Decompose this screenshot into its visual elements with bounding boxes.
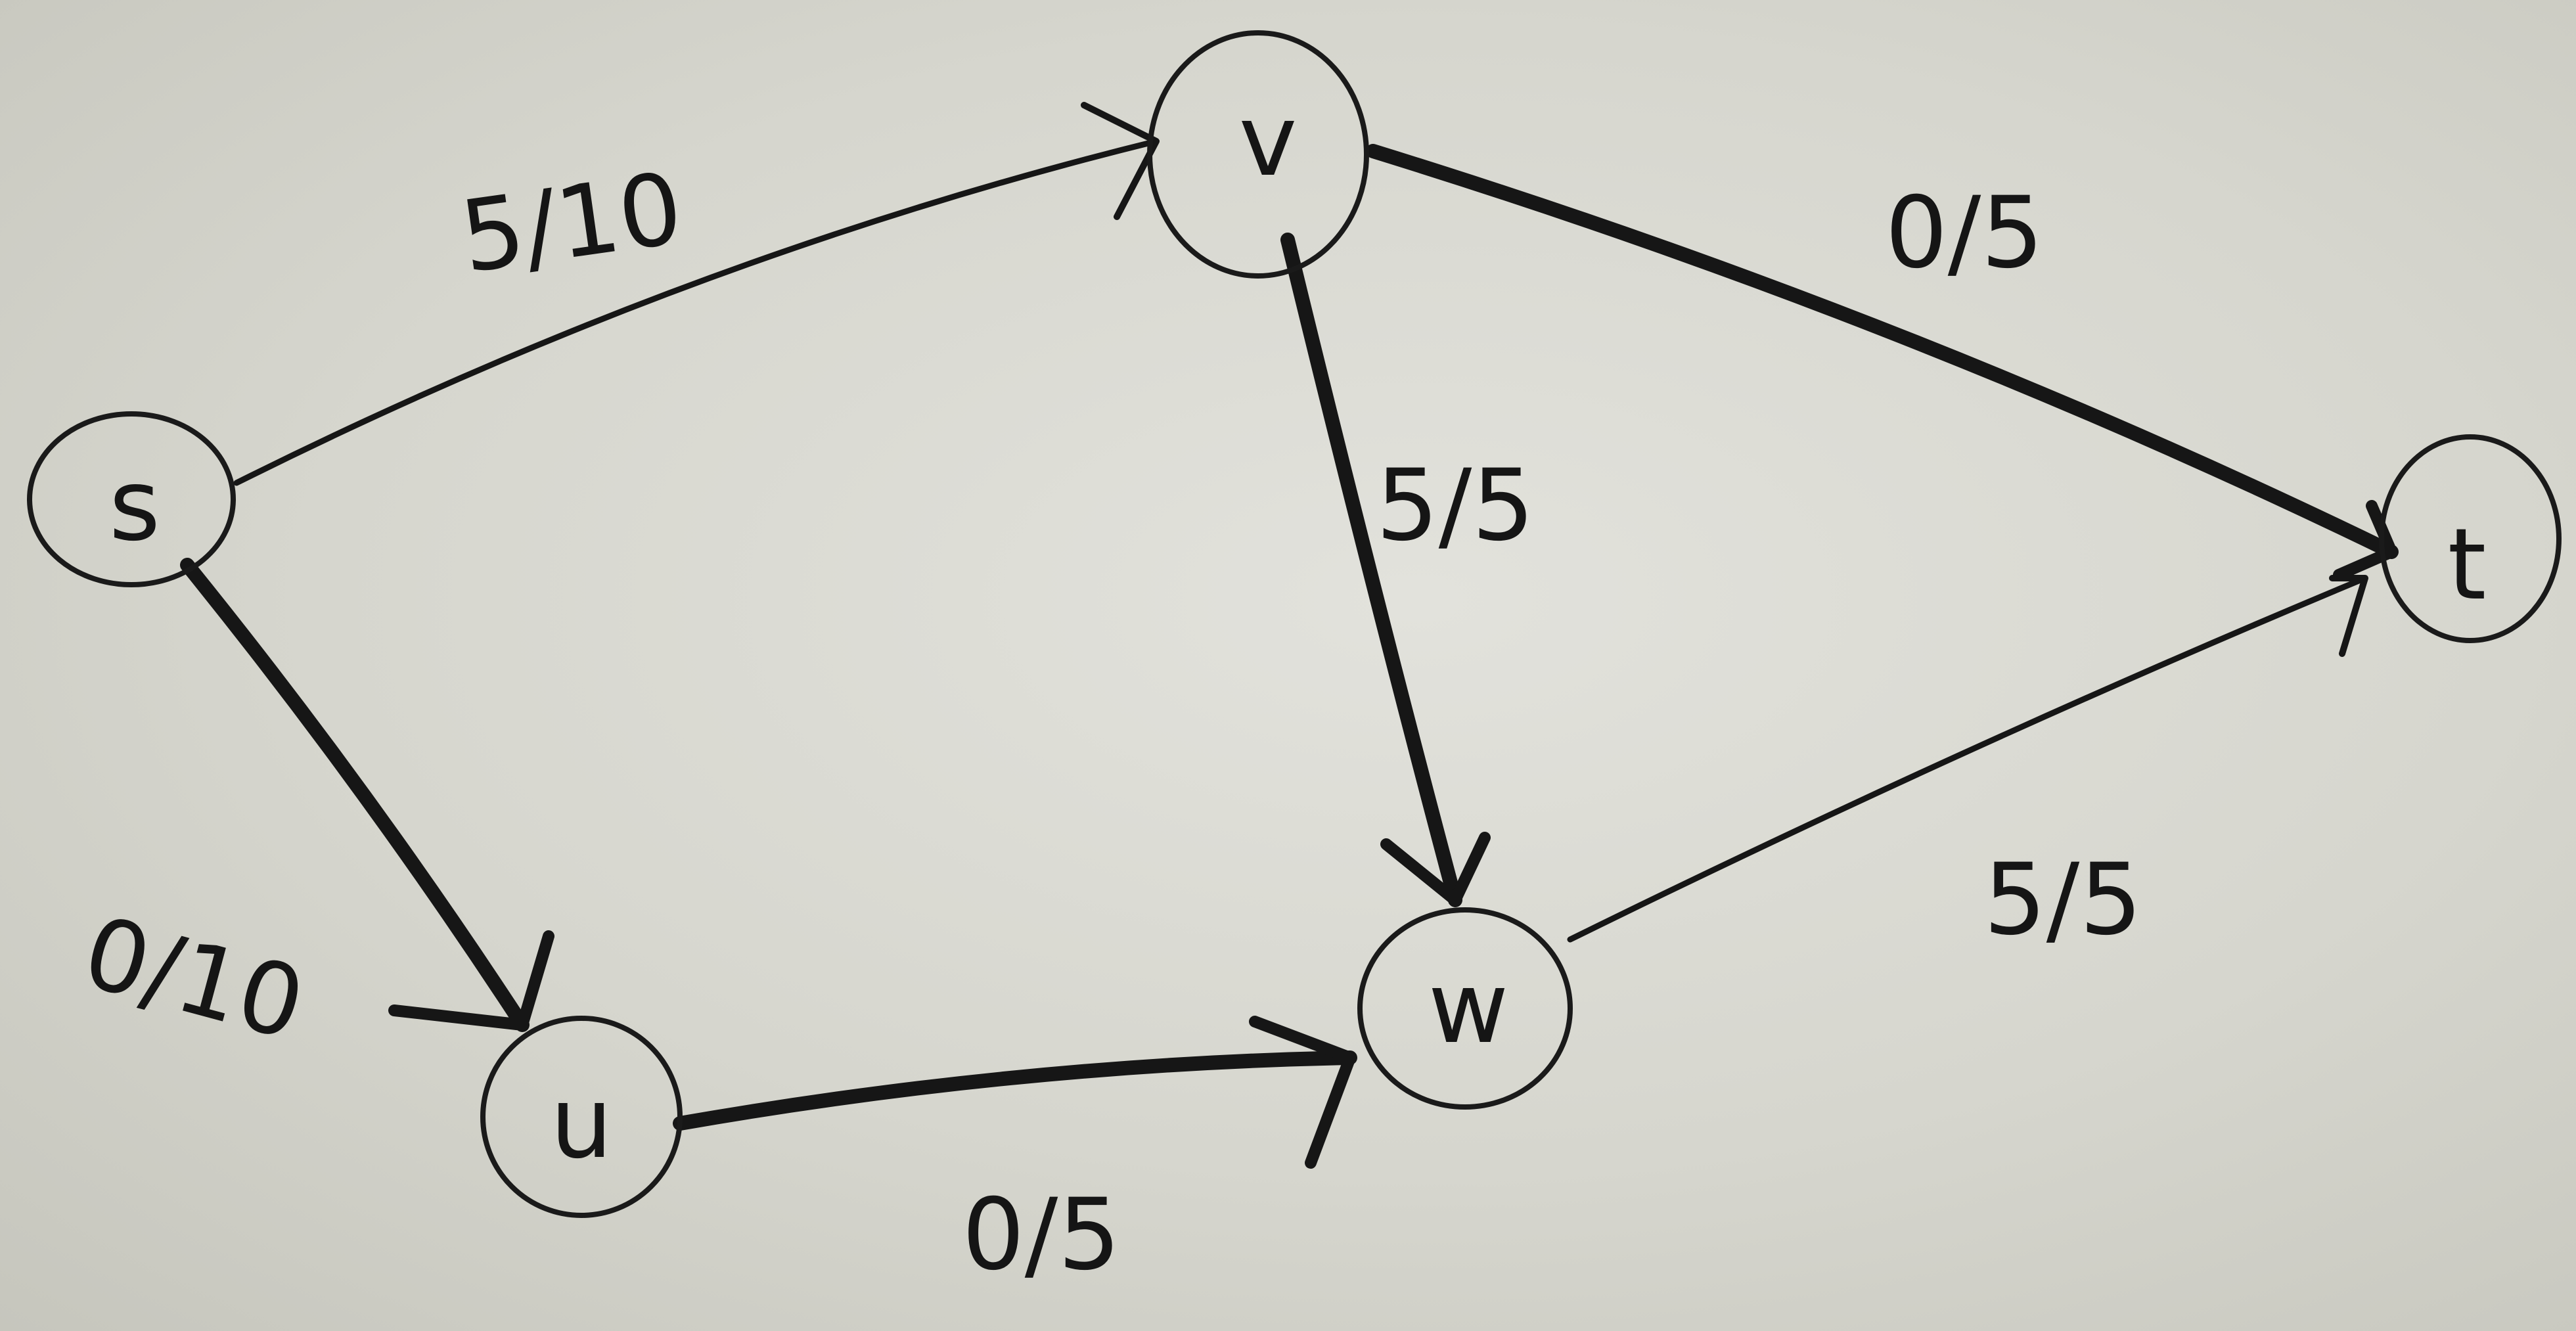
node-s-circle: [27, 411, 236, 587]
edge-u-w-arrowhead: [1249, 1016, 1356, 1169]
edge-v-w: [1280, 233, 1491, 907]
edge-s-v-arrowhead: [1081, 102, 1160, 220]
node-s: s: [27, 411, 236, 587]
node-v-label: v: [1239, 84, 1298, 198]
edge-v-t-flow-label: 0/5: [1885, 176, 2043, 290]
edge-s-u-line: [180, 558, 530, 1032]
edge-s-u-flow-label: 0/10: [72, 895, 315, 1062]
edge-w-t: [1567, 575, 2368, 943]
node-s-label: s: [109, 449, 160, 563]
edge-u-w: [673, 1016, 1357, 1169]
edge-u-w-flow-label: 0/5: [962, 1178, 1120, 1292]
edge-w-t-arrowhead: [2329, 575, 2368, 657]
node-w-circle: [1357, 907, 1573, 1110]
edge-s-u: [180, 558, 554, 1032]
edge-w-t-flow-label: 5/5: [1983, 843, 2142, 957]
node-u-label: u: [550, 1066, 612, 1181]
node-t-label: t: [2448, 508, 2487, 622]
node-v-circle: [1147, 30, 1369, 279]
edge-v-w-line: [1280, 233, 1462, 907]
edge-s-v-line: [233, 138, 1160, 486]
edge-w-t-line: [1567, 575, 2368, 943]
node-w: w: [1357, 907, 1573, 1110]
edge-v-w-flow-label: 5/5: [1376, 449, 1534, 563]
edge-v-t: [1366, 144, 2399, 581]
node-v: v: [1147, 30, 1369, 279]
edge-s-v: [233, 102, 1160, 486]
node-t: t: [2379, 434, 2562, 643]
edge-s-v-flow-label: 5/10: [454, 151, 689, 295]
edge-s-u-arrowhead: [388, 930, 554, 1031]
edge-u-w-line: [673, 1050, 1357, 1131]
edge-v-t-line: [1366, 144, 2399, 559]
node-u-circle: [480, 1016, 683, 1218]
node-t-circle: [2379, 434, 2562, 643]
edge-v-t-arrowhead: [2333, 500, 2397, 581]
node-u: u: [480, 1016, 683, 1218]
node-w-label: w: [1428, 951, 1509, 1066]
edge-v-w-arrowhead: [1380, 832, 1491, 906]
